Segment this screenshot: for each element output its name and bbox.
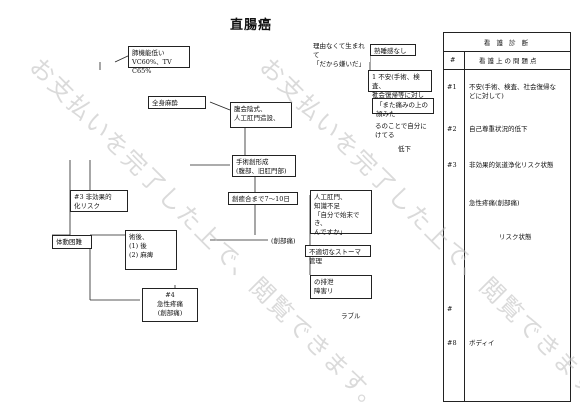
row-number: # [447, 305, 453, 313]
boundary-label: ラブル [338, 310, 368, 322]
row-number: #8 [447, 339, 457, 347]
fear-box: 1 不安(手術、検査、 社会復帰等に対して) [368, 70, 432, 107]
table-header: 看 護 診 断 [444, 33, 570, 52]
healing-box: 創癒合まで7〜10日 [228, 192, 298, 205]
surgical-wound-box: 手術創形成 (腹部、旧肛門部) [232, 155, 296, 177]
ineffective-airway-box: #3 非効果的 化リスク [70, 190, 128, 212]
reason-box: 理由なくて生まれて 「だから嫌いだ」 [310, 40, 370, 68]
lung-function-box: 肺機能低い VC60%、TV C65% [128, 46, 190, 75]
row-number: #3 [447, 161, 457, 169]
row-text: 非効果的気道浄化リスク状態 [469, 161, 554, 169]
table-column-header: # 看護上の問題点 [444, 51, 570, 70]
row-number: #1 [447, 83, 457, 91]
self-esteem-label: るのことで自分に けてる [372, 120, 432, 139]
row-text: 自己尊重状況的低下 [469, 125, 528, 133]
acute-pain-box: #4 急性疼痛 (創部痛) [142, 288, 198, 322]
column-number-label: # [450, 56, 458, 64]
anesthesia-box: 全身麻酔 [148, 96, 206, 109]
nursing-diagnosis-table: 看 護 診 断 # 看護上の問題点 #1 不安(手術、検査、社会復帰な どに対し… [443, 32, 571, 402]
row-text: ボディイ [469, 339, 495, 347]
loss-label: 低下 [395, 143, 420, 153]
body-movement-box: 体動困難 [52, 235, 92, 249]
row-text: 急性疼痛(創部痛) [469, 199, 520, 207]
abdominal-surgery-box: 腹会陰式、 人工肛門造設、 [230, 102, 292, 128]
column-title-label: 看護上の問題点 [479, 57, 539, 65]
stoma-box: 不適切なストーマ管理 [305, 245, 371, 265]
row-text: リスク状態 [499, 233, 532, 241]
excretion-box: の排泄 障害リ [310, 275, 372, 299]
wound-pain-label: (創部痛) [268, 235, 308, 247]
artificial-anus-box: 人工肛門、 知識不足 「自分で始末でき、 んですか」 [310, 190, 372, 236]
sleep-box: 熟睡感なし [370, 44, 416, 56]
page-title: 直腸癌 [230, 18, 273, 33]
row-number: #2 [447, 125, 457, 133]
table-divider [464, 51, 465, 401]
postop-box: 術後、 (1) 後 (2) 麻痺 [125, 230, 177, 270]
row-text: 不安(手術、検査、社会復帰な どに対して) [469, 83, 557, 101]
living-pain-box: 「また痛みの上の顔みた い」 [372, 98, 434, 127]
